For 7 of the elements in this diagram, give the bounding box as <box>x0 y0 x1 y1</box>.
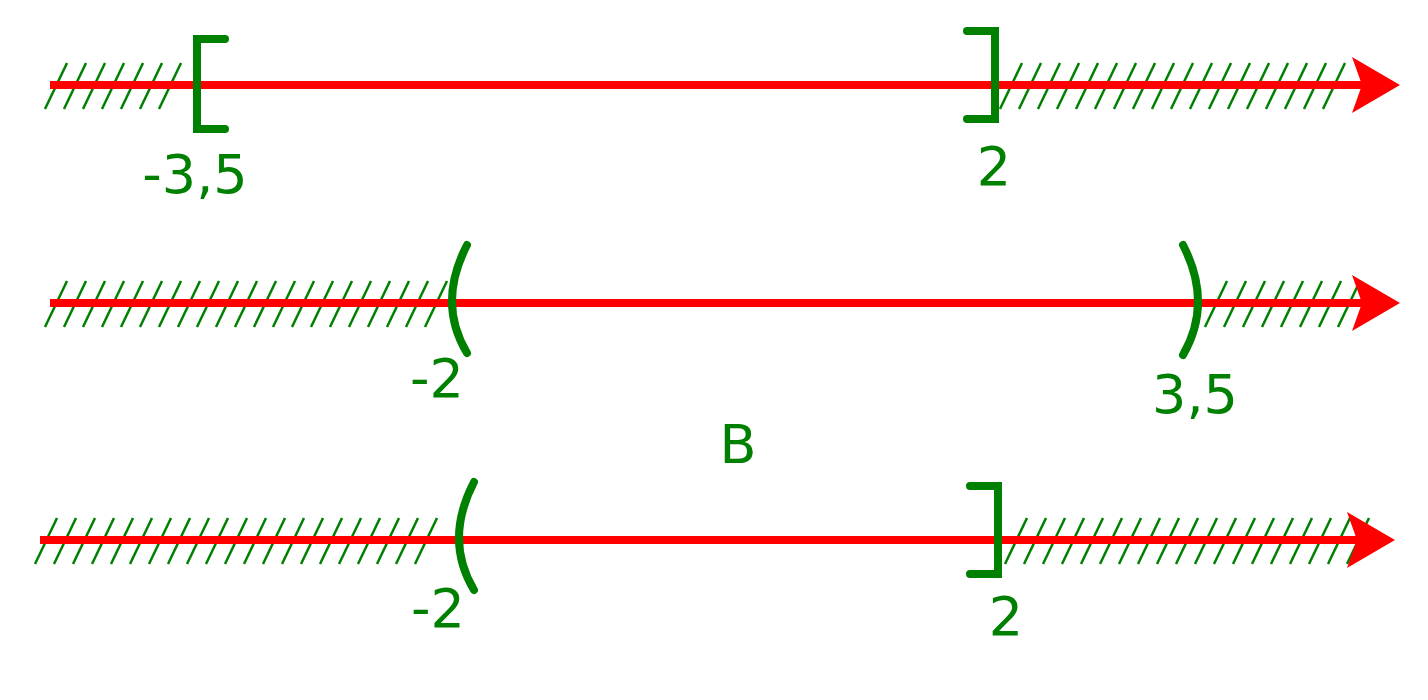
tick-label: -2 <box>410 352 464 406</box>
tick-label: -3,5 <box>142 148 248 202</box>
tick-label: -2 <box>411 582 465 636</box>
tick-label: 2 <box>988 590 1024 644</box>
tick-label: 2 <box>976 140 1012 194</box>
tick-label: 3,5 <box>1152 368 1238 422</box>
set-name-label: B <box>719 418 757 472</box>
